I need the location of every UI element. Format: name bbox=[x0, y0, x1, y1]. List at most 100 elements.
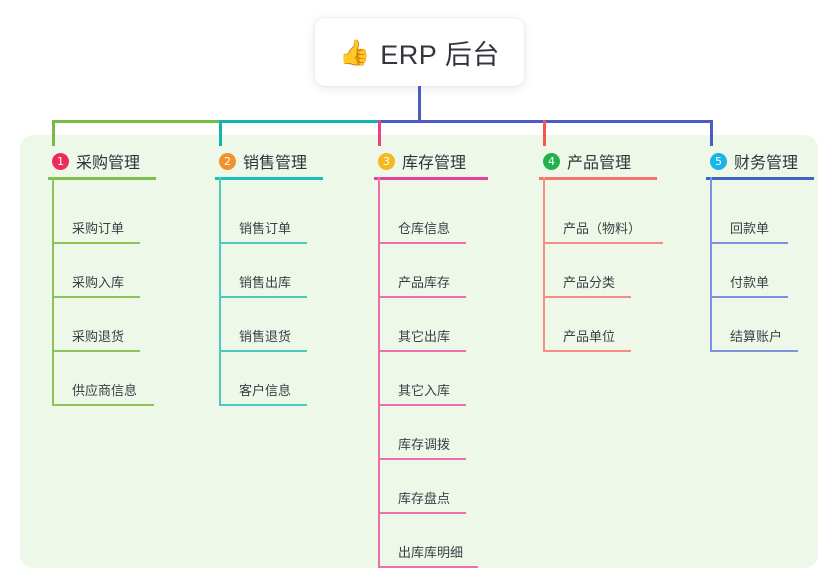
leaf-item[interactable]: 销售订单 bbox=[219, 190, 307, 244]
leaf-item[interactable]: 仓库信息 bbox=[378, 190, 466, 244]
thumbs-up-icon: 👍 bbox=[339, 38, 371, 67]
leaf-rule bbox=[378, 512, 466, 514]
root-stem bbox=[418, 86, 421, 123]
leaf-item[interactable]: 供应商信息 bbox=[52, 352, 154, 406]
branch-badge-5: 5 bbox=[710, 152, 727, 170]
leaf-rule bbox=[710, 296, 788, 298]
branch-column-2: 2 销售管理销售订单销售出库销售退货客户信息 bbox=[203, 146, 353, 406]
branch-header-5[interactable]: 5 财务管理 bbox=[694, 146, 818, 176]
leaf-item[interactable]: 其它出库 bbox=[378, 298, 466, 352]
leaf-item[interactable]: 采购入库 bbox=[52, 244, 140, 298]
leaf-label: 采购订单 bbox=[72, 221, 125, 236]
leaf-rule bbox=[378, 242, 466, 244]
leaf-label: 销售订单 bbox=[239, 221, 292, 236]
leaf-rule bbox=[52, 404, 154, 406]
leaf-label: 客户信息 bbox=[239, 383, 292, 398]
branch-stem-4 bbox=[543, 120, 546, 146]
leaf-item[interactable]: 回款单 bbox=[710, 190, 788, 244]
leaf-rule bbox=[378, 566, 478, 568]
branch-title-5: 财务管理 bbox=[734, 155, 799, 172]
leaf-rule bbox=[378, 296, 466, 298]
leaf-label: 销售退货 bbox=[239, 329, 292, 344]
leaf-item[interactable]: 其它入库 bbox=[378, 352, 466, 406]
leaf-rule bbox=[378, 404, 466, 406]
branch-stem-5 bbox=[710, 120, 713, 146]
branch-badge-3: 3 bbox=[378, 152, 395, 170]
leaf-item[interactable]: 产品单位 bbox=[543, 298, 631, 352]
branch-badge-4: 4 bbox=[543, 152, 560, 170]
leaf-label: 采购退货 bbox=[72, 329, 125, 344]
root-node-erp-backend[interactable]: 👍 ERP 后台 bbox=[315, 18, 524, 86]
leaf-label: 产品分类 bbox=[563, 275, 616, 290]
branch-header-1[interactable]: 1 采购管理 bbox=[36, 146, 186, 176]
leaf-item[interactable]: 库存调拨 bbox=[378, 406, 466, 460]
leaf-item[interactable]: 采购订单 bbox=[52, 190, 140, 244]
leaf-item[interactable]: 出库库明细 bbox=[378, 514, 478, 568]
leaf-label: 采购入库 bbox=[72, 275, 125, 290]
trunk-segment-2 bbox=[219, 120, 381, 123]
leaf-rule bbox=[219, 242, 307, 244]
branch-spine-2 bbox=[219, 177, 221, 406]
branch-header-2[interactable]: 2 销售管理 bbox=[203, 146, 353, 176]
branch-title-3: 库存管理 bbox=[402, 155, 467, 172]
leaf-label: 出库库明细 bbox=[398, 545, 464, 560]
leaf-rule bbox=[543, 296, 631, 298]
branch-header-rule-3 bbox=[374, 177, 488, 180]
leaf-item[interactable]: 结算账户 bbox=[710, 298, 798, 352]
branch-title-4: 产品管理 bbox=[567, 155, 632, 172]
branch-column-1: 1 采购管理采购订单采购入库采购退货供应商信息 bbox=[36, 146, 186, 406]
leaf-rule bbox=[378, 350, 466, 352]
leaf-label: 仓库信息 bbox=[398, 221, 451, 236]
leaf-rule bbox=[543, 242, 663, 244]
leaf-item[interactable]: 付款单 bbox=[710, 244, 788, 298]
trunk-segment-1 bbox=[52, 120, 222, 123]
leaf-rule bbox=[52, 296, 140, 298]
branch-stem-3 bbox=[378, 120, 381, 146]
leaf-rule bbox=[52, 242, 140, 244]
branch-stem-2 bbox=[219, 120, 222, 146]
leaf-item[interactable]: 产品分类 bbox=[543, 244, 631, 298]
branch-header-3[interactable]: 3 库存管理 bbox=[362, 146, 518, 176]
leaf-item[interactable]: 销售出库 bbox=[219, 244, 307, 298]
branch-header-4[interactable]: 4 产品管理 bbox=[527, 146, 689, 176]
leaf-item[interactable]: 销售退货 bbox=[219, 298, 307, 352]
leaf-label: 其它入库 bbox=[398, 383, 451, 398]
leaf-rule bbox=[52, 350, 140, 352]
leaf-label: 产品库存 bbox=[398, 275, 451, 290]
branch-header-rule-4 bbox=[539, 177, 657, 180]
leaf-item[interactable]: 产品库存 bbox=[378, 244, 466, 298]
branch-column-5: 5 财务管理回款单付款单结算账户 bbox=[694, 146, 818, 352]
branch-title-1: 采购管理 bbox=[76, 155, 141, 172]
branch-spine-1 bbox=[52, 177, 54, 406]
leaf-label: 库存调拨 bbox=[398, 437, 451, 452]
branch-header-rule-5 bbox=[706, 177, 814, 180]
branch-badge-1: 1 bbox=[52, 152, 69, 170]
branch-column-3: 3 库存管理仓库信息产品库存其它出库其它入库库存调拨库存盘点出库库明细 bbox=[362, 146, 518, 568]
root-node-title: ERP 后台 bbox=[380, 39, 500, 70]
leaf-label: 产品（物料） bbox=[563, 221, 642, 236]
leaf-label: 结算账户 bbox=[730, 329, 783, 344]
branch-header-rule-2 bbox=[215, 177, 323, 180]
leaf-item[interactable]: 客户信息 bbox=[219, 352, 307, 406]
branch-stem-1 bbox=[52, 120, 55, 146]
leaf-item[interactable]: 产品（物料） bbox=[543, 190, 663, 244]
leaf-item[interactable]: 采购退货 bbox=[52, 298, 140, 352]
branch-badge-2: 2 bbox=[219, 152, 236, 170]
leaf-rule bbox=[710, 242, 788, 244]
leaf-rule bbox=[219, 350, 307, 352]
leaf-label: 销售出库 bbox=[239, 275, 292, 290]
branch-header-rule-1 bbox=[48, 177, 156, 180]
leaf-rule bbox=[710, 350, 798, 352]
leaf-label: 付款单 bbox=[730, 275, 770, 290]
branch-title-2: 销售管理 bbox=[243, 155, 308, 172]
branch-spine-5 bbox=[710, 177, 712, 352]
leaf-label: 产品单位 bbox=[563, 329, 616, 344]
leaf-label: 供应商信息 bbox=[72, 383, 138, 398]
leaf-label: 库存盘点 bbox=[398, 491, 451, 506]
leaf-rule bbox=[378, 458, 466, 460]
leaf-rule bbox=[219, 404, 307, 406]
leaf-item[interactable]: 库存盘点 bbox=[378, 460, 466, 514]
leaf-rule bbox=[543, 350, 631, 352]
leaf-rule bbox=[219, 296, 307, 298]
branch-spine-4 bbox=[543, 177, 545, 352]
